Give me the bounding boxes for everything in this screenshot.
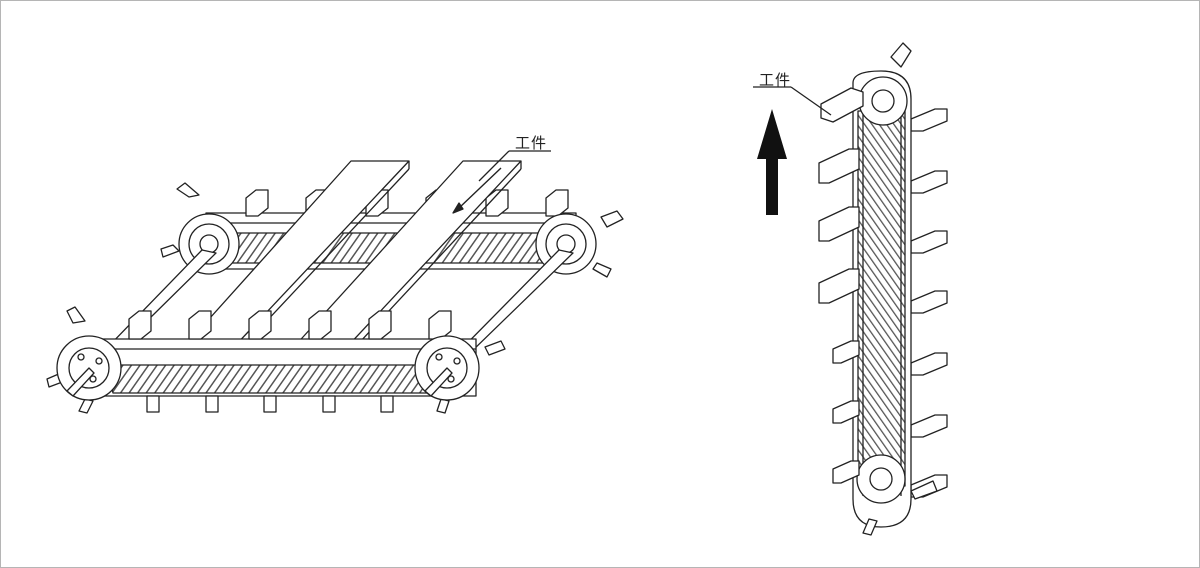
workpiece-leader-line-left — [478, 150, 551, 182]
workpiece-label-vertical: 工件 — [759, 71, 792, 89]
workpiece-label-horizontal: 工件 — [515, 134, 548, 152]
back-left-pulley — [160, 182, 240, 275]
bottom-pulley — [856, 454, 938, 536]
horizontal-belt-conveyor — [46, 150, 624, 414]
motion-arrow — [452, 167, 502, 214]
left-side-lugs — [818, 87, 864, 484]
workpiece-leader-line-right — [753, 86, 832, 116]
vertical-timing-belt — [852, 70, 912, 528]
right-side-lugs — [910, 108, 948, 498]
front-right-pulley — [414, 335, 506, 414]
vertical-belt-conveyor — [753, 42, 948, 536]
up-arrow-icon — [757, 109, 787, 215]
front-left-pulley — [46, 306, 122, 414]
